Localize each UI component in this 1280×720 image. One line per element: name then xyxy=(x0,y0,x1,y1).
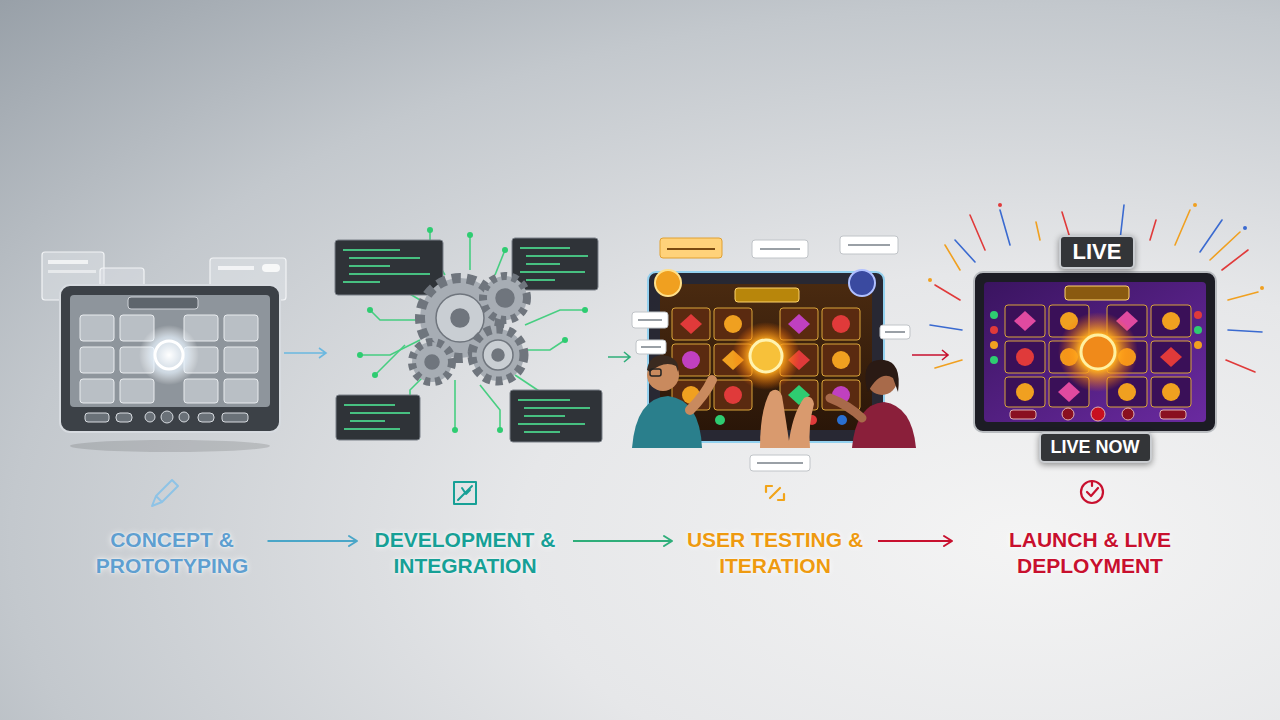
stage-title: USER TESTING & ITERATION xyxy=(680,527,870,579)
stage-title: LAUNCH & LIVE DEPLOYMENT xyxy=(960,527,1220,579)
live-badge: LIVE xyxy=(1059,235,1136,269)
arrowhead xyxy=(349,536,357,546)
stage-label: LAUNCH & LIVE DEPLOYMENT xyxy=(960,527,1220,579)
stage-title: CONCEPT & PROTOTYPING xyxy=(85,527,260,579)
arrowhead xyxy=(944,536,952,546)
stage-title: DEVELOPMENT & INTEGRATION xyxy=(365,527,565,579)
badge-text: LIVE xyxy=(1073,239,1122,265)
live-tablet xyxy=(928,203,1264,432)
connector-line xyxy=(878,540,952,542)
flow-connector xyxy=(268,536,358,546)
stage-label: USER TESTING & ITERATION xyxy=(680,527,870,579)
gears-circuit xyxy=(335,227,602,442)
flow-connector xyxy=(573,536,672,546)
connector-line xyxy=(573,540,672,542)
connector-line xyxy=(268,540,358,542)
flow-arrow xyxy=(912,350,948,360)
flow-arrow xyxy=(284,348,326,358)
arrowhead xyxy=(664,536,672,546)
badge-text: LIVE NOW xyxy=(1051,437,1140,458)
flow-connector xyxy=(878,536,952,546)
wireframe-tablet xyxy=(42,252,286,452)
testing-scene xyxy=(632,236,916,471)
stage-label: CONCEPT & PROTOTYPING xyxy=(85,527,260,579)
stage-label: DEVELOPMENT & INTEGRATION xyxy=(365,527,565,579)
live-now-badge: LIVE NOW xyxy=(1039,432,1152,463)
flow-arrow xyxy=(608,352,630,362)
stage-icons xyxy=(152,480,1103,506)
